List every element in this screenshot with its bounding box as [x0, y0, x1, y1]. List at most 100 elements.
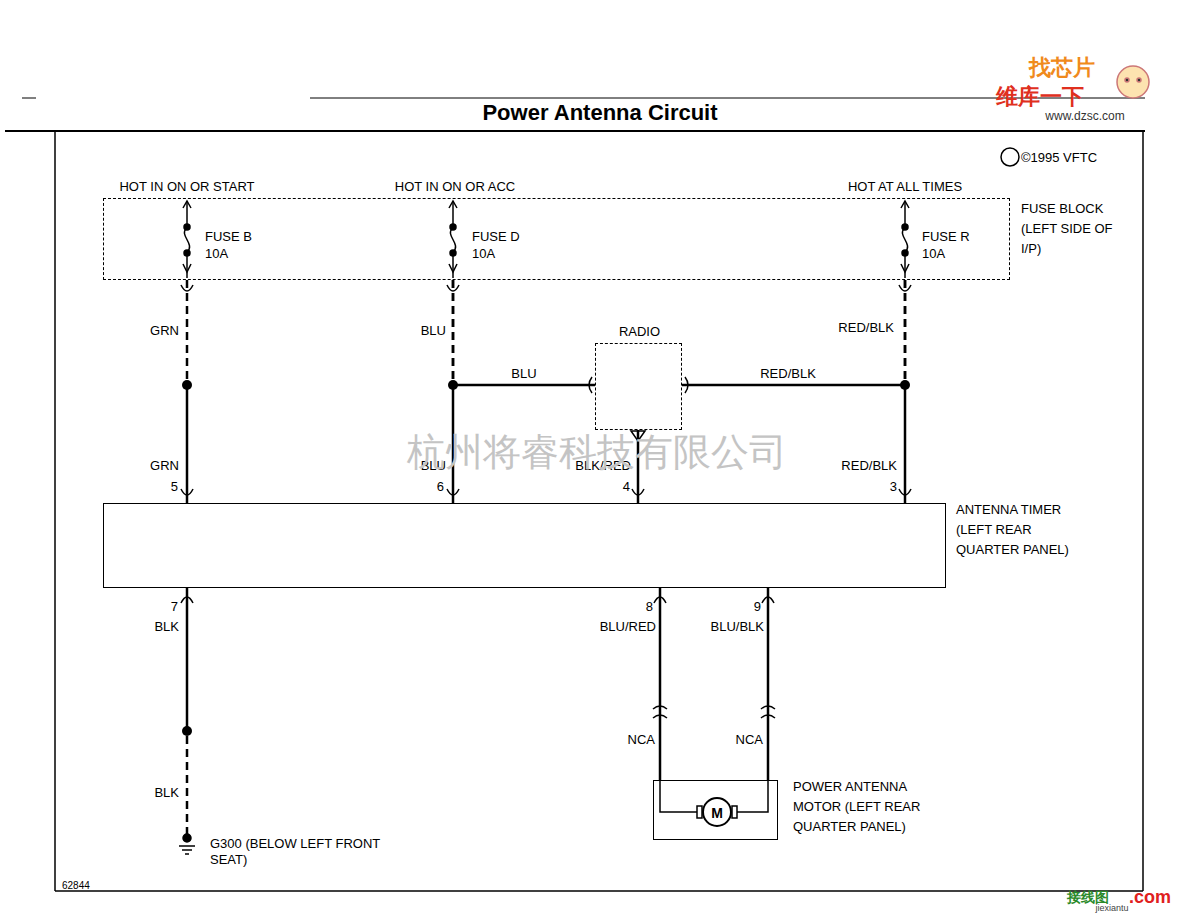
logo-face: [1117, 66, 1149, 98]
wire: [187, 280, 188, 503]
wire-label: .com: [1129, 886, 1171, 909]
ground-wire: [186, 588, 189, 731]
frame: [5, 130, 1145, 132]
wire-label: 8: [646, 599, 653, 615]
ground-symbol: [183, 834, 191, 842]
wire-label: FUSE D: [472, 229, 520, 245]
node-label: POWER ANTENNA MOTOR (LEFT REAR QUARTER P…: [793, 777, 921, 837]
fuse-symbols: [450, 228, 455, 252]
wire-label: 9: [754, 599, 761, 615]
wire-segment: [904, 280, 907, 385]
wire: [682, 280, 905, 385]
wire: [660, 588, 661, 780]
wire-segment: [452, 280, 455, 385]
wire-label: G300 (BELOW LEFT FRONT SEAT): [210, 836, 415, 868]
ground-symbol: [179, 845, 195, 847]
wire-label: 4: [623, 479, 630, 495]
fuse-symbols: [452, 253, 454, 278]
logo-face: [1137, 78, 1141, 82]
ground-symbol: [185, 853, 189, 855]
fuse-symbols: [186, 201, 188, 226]
wire-label: 62844: [62, 879, 90, 892]
wire-segment: [186, 385, 189, 503]
wire-label: HOT AT ALL TIMES: [848, 179, 962, 195]
motor-symbol: [737, 780, 768, 812]
wire-label: BLK: [154, 619, 179, 635]
ground-symbol: [182, 849, 192, 851]
node-label: FUSE BLOCK (LEFT SIDE OF I/P): [1021, 199, 1116, 259]
wire-label: BLK: [154, 785, 179, 801]
ground-wire: [186, 736, 189, 834]
frame: [5, 98, 1145, 891]
wire: [453, 280, 595, 385]
node-label: RADIO: [576, 322, 703, 342]
wire-label: 5: [171, 479, 178, 495]
wire-label: M: [711, 804, 723, 822]
fuse-symbols: [449, 201, 457, 208]
fuse-symbols: [904, 253, 906, 278]
diagram-title: Power Antenna Circuit: [482, 100, 717, 126]
wire-label: HOT IN ON OR START: [119, 179, 254, 195]
frame: [55, 890, 1143, 892]
fuse-symbols: [183, 264, 191, 272]
wire-segment: [904, 280, 907, 385]
wire-label: 10A: [205, 246, 228, 262]
wire-label: 6: [437, 479, 444, 495]
fuse-symbols: [452, 201, 454, 226]
motor-symbol: [697, 806, 702, 818]
wire-label: FUSE B: [205, 229, 252, 245]
motor-symbol: [732, 806, 737, 818]
radio-box: RADIO: [595, 343, 682, 430]
wire: [768, 588, 769, 780]
wire-label: FUSE R: [922, 229, 970, 245]
wire-label: BLU/RED: [600, 619, 656, 635]
fuse-symbols: [183, 201, 909, 278]
wire-segment: [682, 384, 905, 387]
splice-dots: [182, 380, 910, 736]
wire-label: jiexiantu: [1095, 903, 1128, 914]
wire-segment: [767, 588, 770, 780]
wire-label: 找芯片: [1029, 54, 1095, 82]
frame: [22, 98, 36, 99]
wire-label: GRN: [150, 458, 179, 474]
motor-symbol: [703, 798, 731, 826]
fuse-symbols: [186, 253, 188, 278]
frame: [1142, 131, 1144, 891]
nca-connectors: [653, 706, 775, 718]
wire-label: www.dzsc.com: [1045, 109, 1124, 124]
wire-label: BLU: [511, 366, 536, 382]
wire-label: 杭州将睿科技有限公司: [407, 428, 787, 476]
wire-label: RED/BLK: [760, 366, 816, 382]
frame: [1001, 148, 1019, 166]
fuse-symbols: [904, 201, 906, 226]
fuse-symbols: [184, 228, 189, 252]
logo-face: [1117, 66, 1149, 98]
wire-label: NCA: [736, 732, 763, 748]
fuse-symbols: [449, 264, 457, 272]
wire-segment: [453, 384, 595, 387]
motor-symbol: [660, 780, 697, 812]
wire-label: 3: [890, 479, 897, 495]
fuse-symbols: [901, 201, 909, 208]
wire-label: BLU: [421, 323, 446, 339]
fuse-symbols: [901, 264, 909, 272]
wire-segment: [659, 588, 662, 780]
wire-label: GRN: [150, 323, 179, 339]
ground-wire: [186, 588, 189, 834]
wire-label: BLU/BLK: [711, 619, 764, 635]
wire-label: ©1995 VFTC: [1021, 150, 1097, 166]
wire: [905, 280, 906, 503]
wire-segment: [186, 280, 189, 385]
logo-face: [1125, 78, 1129, 82]
wire-label: RED/BLK: [841, 458, 897, 474]
wire-label: 7: [171, 599, 178, 615]
wire-label: 10A: [472, 246, 495, 262]
antenna-timer: ANTENNA TIMER (LEFT REAR QUARTER PANEL): [103, 503, 946, 588]
wire-label: 维库一下: [996, 83, 1084, 111]
wire-segment: [904, 385, 907, 503]
wire-label: 10A: [922, 246, 945, 262]
wire-label: RED/BLK: [838, 320, 894, 336]
frame: [54, 131, 56, 891]
wire-label: NCA: [628, 732, 655, 748]
fuse-symbols: [183, 201, 191, 208]
